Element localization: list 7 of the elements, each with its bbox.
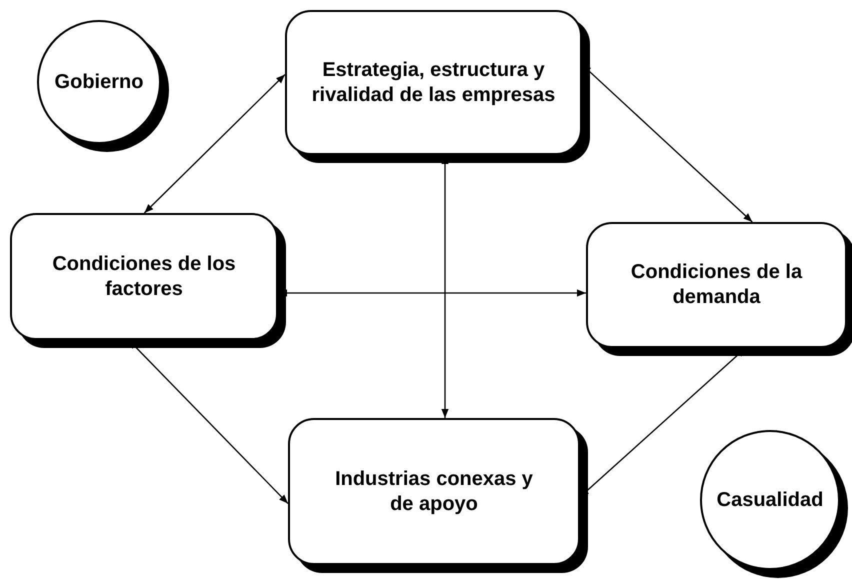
node-label: Estrategia, estructura y rivalidad de las empresas [310, 58, 556, 108]
node-label: Condiciones de la demanda [630, 260, 804, 310]
node-label: Casualidad [716, 488, 824, 512]
node-label: Industrias conexas y de apoyo [334, 466, 534, 516]
node-label: Condiciones de los factores [51, 252, 237, 302]
arrow [144, 74, 286, 214]
node-label: Gobierno [54, 70, 144, 94]
